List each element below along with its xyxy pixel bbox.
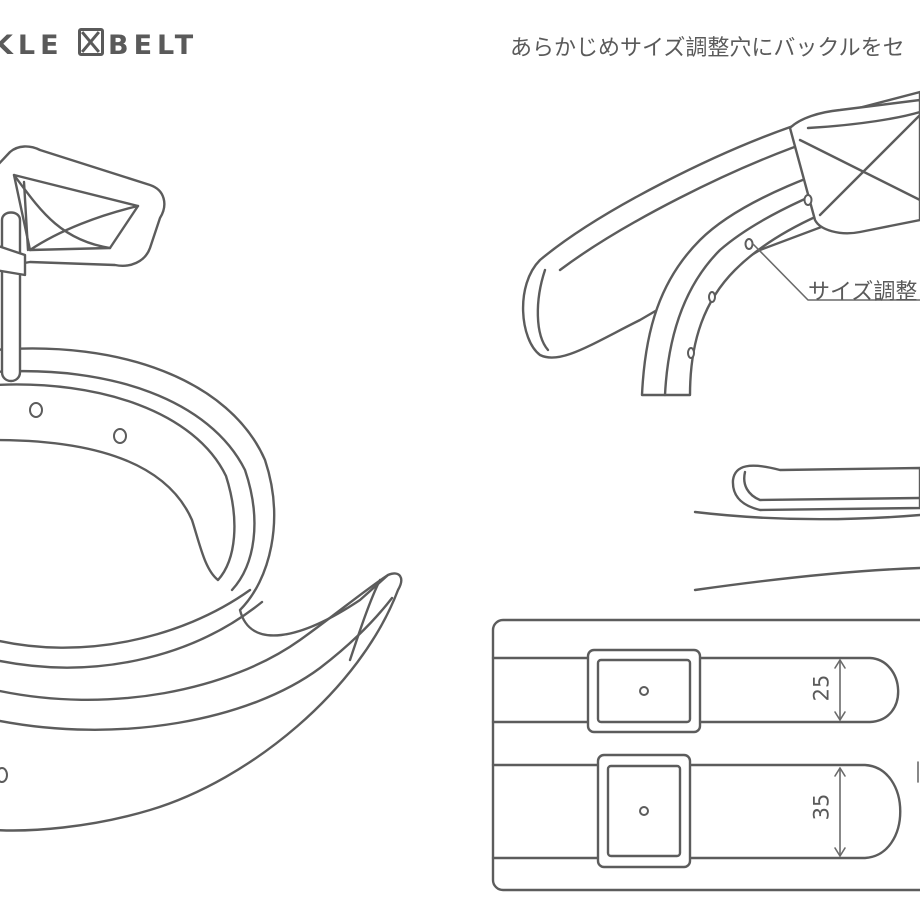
instruction-text: あらかじめサイズ調整穴にバックルをセ xyxy=(510,36,905,61)
width-label-25: 25 xyxy=(809,674,834,702)
brand-text-right: BELT xyxy=(107,30,199,61)
belt-strap-25 xyxy=(491,656,900,724)
coiled-belt xyxy=(0,347,403,832)
belt-hole xyxy=(687,347,695,359)
buckle-mark-icon xyxy=(77,28,104,56)
belt-hole xyxy=(744,238,754,250)
triangle-buckle xyxy=(0,145,166,383)
size-panel xyxy=(491,618,920,892)
brand-logo: KLE BELT xyxy=(0,28,198,61)
size-hole-callout: サイズ調整 xyxy=(808,280,918,305)
buckled-belt-closeup xyxy=(521,90,920,397)
belt-hole xyxy=(0,767,8,783)
belt-hole xyxy=(708,291,716,303)
brand-text-left: KLE xyxy=(0,30,64,61)
belt-hole xyxy=(803,194,813,206)
belt-hole xyxy=(113,428,127,444)
belt-hole xyxy=(29,402,43,418)
width-label-35: 35 xyxy=(809,793,834,821)
partial-belt xyxy=(693,464,920,592)
belt-strap-35 xyxy=(491,763,902,860)
size-panel-frame xyxy=(491,618,920,892)
